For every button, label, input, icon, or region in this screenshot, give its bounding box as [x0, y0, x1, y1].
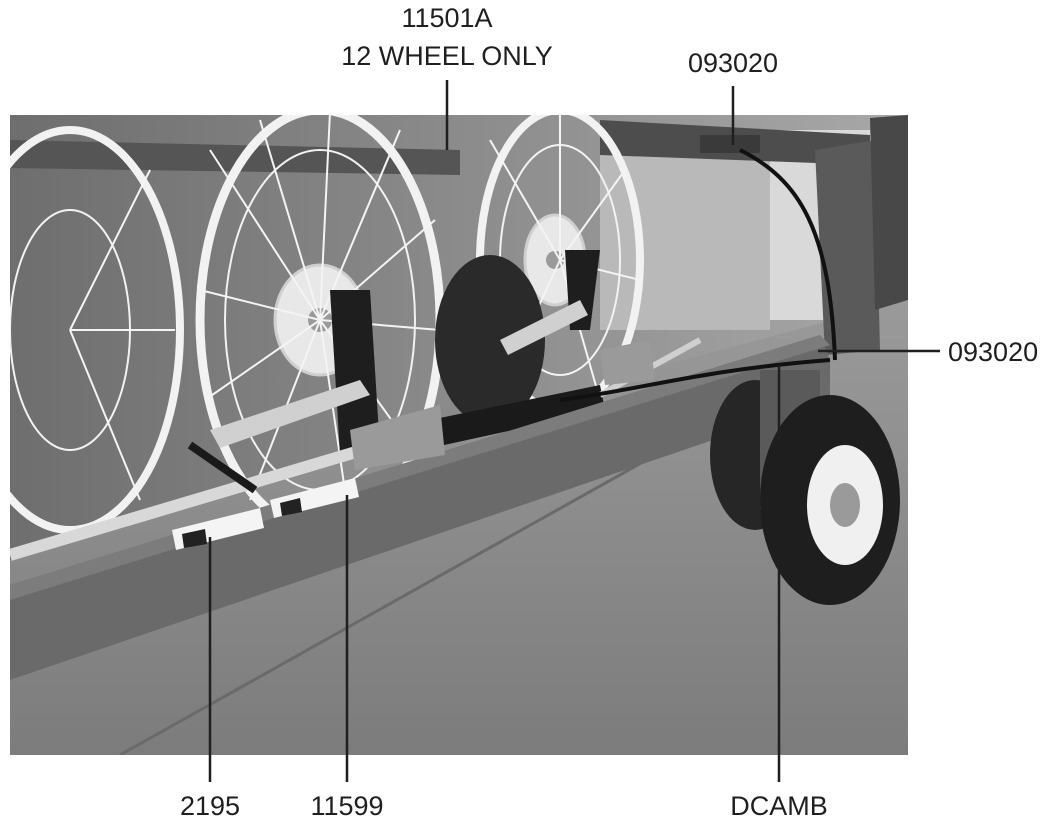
- equipment-photo: [10, 115, 908, 755]
- wheel-arm-center: [330, 290, 380, 455]
- hitch-post-rear: [870, 115, 908, 310]
- upper-tube-clamp: [700, 135, 760, 153]
- hydraulic-hose: [559, 358, 831, 402]
- spring-cylinder-right: [500, 300, 588, 355]
- hitch-post: [815, 140, 880, 355]
- rod-handle: [187, 441, 258, 494]
- decal-2195: [172, 508, 264, 550]
- callout-11501a-note: 12 WHEEL ONLY: [341, 41, 553, 71]
- floor-seam: [119, 428, 701, 755]
- frame-bracket: [350, 405, 445, 470]
- frame-bracket-right: [600, 340, 655, 385]
- decal-11599: [270, 478, 359, 518]
- main-frame-beam: [10, 335, 830, 680]
- callout-11501a-part: 11501A: [401, 3, 492, 33]
- caster-wheel-front: [760, 395, 900, 605]
- hydraulic-hose-upper: [739, 148, 837, 361]
- callout-dcamb: DCAMB: [730, 791, 828, 821]
- callout-093020-top: 093020: [688, 48, 778, 78]
- leader-lines: [208, 80, 940, 782]
- drive-tire: [435, 255, 545, 425]
- spring-cylinder-left: [210, 380, 370, 448]
- callout-11599: 11599: [310, 791, 383, 821]
- callout-093020-right: 093020: [948, 337, 1038, 367]
- callout-2195: 2195: [180, 791, 240, 821]
